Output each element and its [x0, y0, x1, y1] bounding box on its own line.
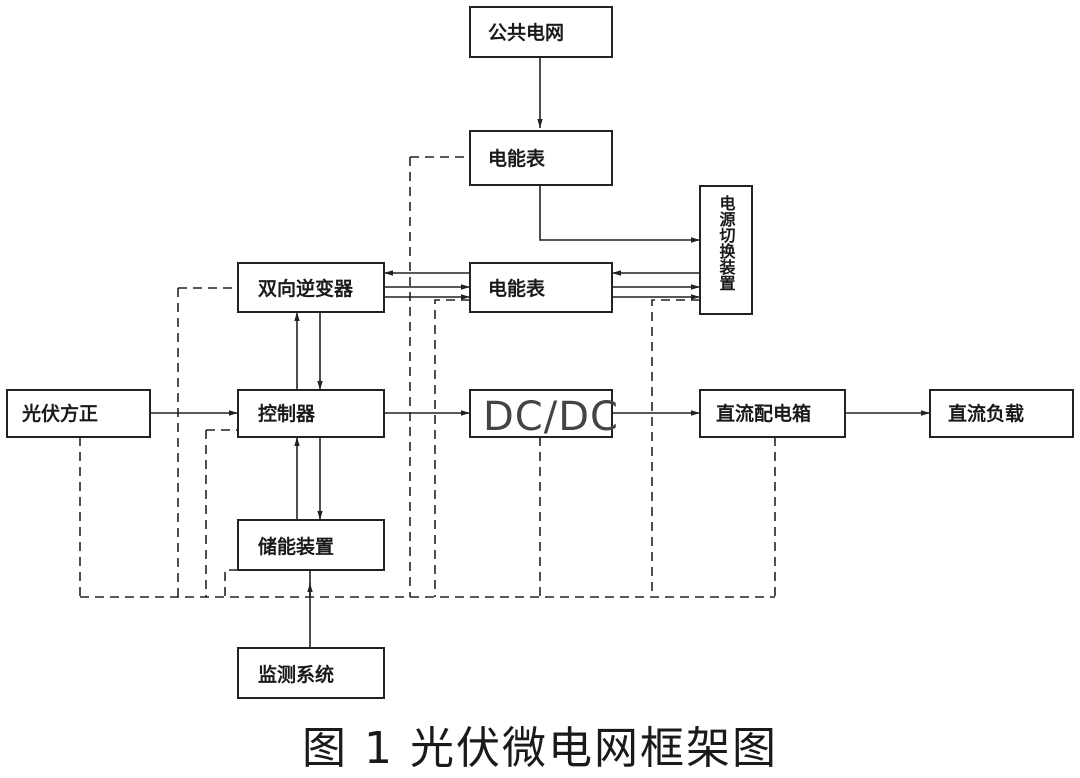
- node-meter-top: 电能表: [469, 130, 613, 186]
- meter-mid-label: 电能表: [488, 277, 546, 300]
- node-energy-storage: 储能装置: [237, 519, 385, 571]
- node-meter-mid: 电能表: [469, 262, 613, 313]
- node-controller: 控制器: [237, 389, 385, 438]
- monitoring-system-label: 监测系统: [258, 663, 334, 686]
- node-power-switch: 电源切换装置: [699, 185, 753, 315]
- dcdc-label: DC/DC: [483, 394, 619, 440]
- power-switch-label: 电源切换装置: [717, 194, 737, 291]
- node-dcdc: DC/DC: [469, 389, 619, 440]
- energy-storage-label: 储能装置: [258, 535, 334, 558]
- node-public-grid: 公共电网: [469, 6, 613, 58]
- pv-array-label: 光伏方正: [21, 402, 98, 425]
- dc-distribution-label: 直流配电箱: [716, 402, 811, 425]
- connector-lines: [150, 57, 930, 648]
- node-bidirectional-inverter: 双向逆变器: [237, 262, 385, 313]
- node-dc-load: 直流负载: [929, 389, 1074, 438]
- public-grid-label: 公共电网: [488, 21, 564, 44]
- inverter-label: 双向逆变器: [258, 277, 354, 300]
- figure-caption: 图 1 光伏微电网框架图: [302, 723, 778, 774]
- dc-load-label: 直流负载: [948, 402, 1024, 425]
- dashed-monitoring-bus: [79, 156, 776, 598]
- microgrid-block-diagram: 公共电网 电能表 电源切换装置 双向逆变器 电能表 光伏方正 控制器 DC/DC…: [6, 6, 1074, 699]
- meter-top-label: 电能表: [488, 147, 546, 170]
- node-dc-distribution-box: 直流配电箱: [699, 389, 846, 438]
- controller-label: 控制器: [258, 402, 316, 425]
- node-pv-array: 光伏方正: [6, 389, 151, 438]
- node-monitoring-system: 监测系统: [237, 647, 385, 699]
